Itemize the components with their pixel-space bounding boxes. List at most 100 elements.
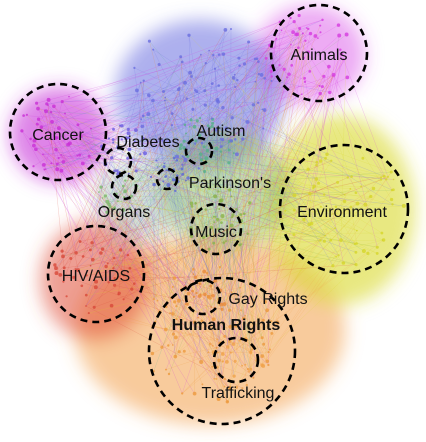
network-node (229, 351, 232, 354)
network-node (222, 302, 227, 307)
network-edge (136, 90, 231, 327)
network-edge (162, 140, 221, 202)
network-edge (163, 181, 176, 357)
network-edge (171, 113, 209, 297)
cluster-labels: Animals Cancer Diabetes Autism Parkinson… (32, 47, 387, 402)
network-node (143, 151, 147, 156)
network-edge (189, 126, 389, 178)
network-node (315, 163, 318, 167)
network-edge (37, 123, 310, 225)
network-edge (119, 169, 309, 173)
animals-label: Animals (291, 47, 348, 64)
network-edge (227, 204, 366, 348)
network-node (322, 239, 326, 243)
network-edge (279, 21, 392, 200)
network-node (200, 141, 204, 145)
network-node (106, 262, 109, 265)
network-node (53, 263, 57, 267)
network-edge (60, 154, 195, 297)
network-edge (75, 54, 202, 270)
network-edge (175, 180, 186, 287)
network-node (227, 308, 232, 312)
network-edge (244, 213, 326, 236)
network-node (242, 62, 247, 66)
network-node (213, 221, 216, 224)
network-node (62, 280, 65, 283)
parkinsons-label: Parkinson's (189, 175, 271, 192)
network-edge (36, 103, 225, 387)
network-edge (185, 159, 214, 353)
network-edge (64, 115, 144, 268)
network-node (175, 159, 179, 162)
network-edge (128, 133, 251, 353)
network-edge (196, 127, 211, 294)
network-node (300, 93, 303, 96)
network-node (211, 293, 215, 298)
network-edge (226, 128, 253, 348)
network-node (171, 344, 174, 346)
network-edge (229, 28, 232, 342)
network-edge (123, 28, 309, 300)
network-node (152, 182, 156, 187)
network-edge (47, 104, 160, 313)
network-edge (240, 214, 248, 234)
network-node (127, 172, 130, 175)
network-edge (187, 244, 241, 305)
network-edge (53, 106, 225, 337)
network-node (176, 298, 181, 303)
network-edge (134, 186, 362, 192)
network-edge (103, 140, 196, 207)
network-node (308, 31, 313, 36)
network-node (225, 400, 229, 404)
network-node (142, 79, 145, 82)
network-node (214, 215, 217, 218)
network-node (126, 131, 131, 136)
network-node (253, 299, 256, 302)
network-edge (117, 201, 378, 248)
network-edge (210, 138, 221, 287)
network-edge (131, 141, 185, 197)
network-node (113, 169, 117, 173)
network-node (219, 302, 224, 307)
network-edge (182, 320, 272, 394)
network-node (223, 28, 228, 32)
network-edge (117, 61, 259, 171)
network-edge (212, 123, 268, 311)
network-edge (200, 154, 326, 236)
network-node (141, 114, 145, 118)
network-node (303, 80, 307, 83)
hivaids-label: HIV/AIDS (62, 268, 130, 285)
network-edge (106, 119, 192, 213)
network-edge (80, 136, 317, 163)
network-node (133, 282, 136, 285)
network-edge (164, 100, 173, 126)
network-edge (205, 104, 357, 253)
network-node (199, 117, 202, 120)
network-edge (106, 209, 124, 213)
network-edge (213, 319, 255, 348)
network-node (343, 193, 346, 196)
network-node (257, 60, 260, 63)
network-node (54, 266, 58, 271)
network-node (245, 383, 248, 387)
network-edge (77, 124, 109, 209)
network-edge (219, 223, 312, 291)
network-edge (165, 169, 309, 330)
network-edge (223, 239, 384, 243)
cluster-rings (8, 3, 410, 426)
network-node (89, 264, 92, 267)
network-node (257, 72, 260, 76)
network-node (182, 349, 186, 353)
network-edge (57, 90, 205, 165)
network-node (216, 338, 219, 341)
network-edge (63, 66, 272, 163)
network-node (217, 358, 221, 363)
network-edge (174, 250, 205, 302)
network-node (292, 193, 297, 198)
network-edge (200, 206, 322, 295)
network-node (217, 84, 221, 87)
network-edge (120, 249, 174, 335)
network-edge (78, 240, 321, 271)
network-node (219, 138, 222, 140)
network-node (242, 212, 246, 215)
